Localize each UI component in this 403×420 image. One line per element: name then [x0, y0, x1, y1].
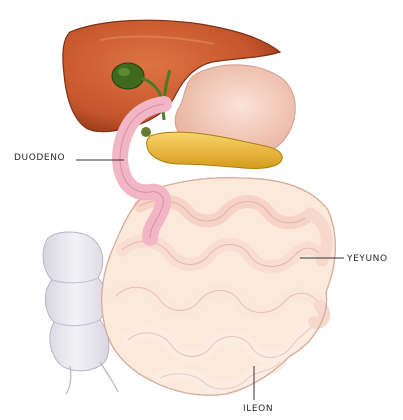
- label-yeyuno: YEYUNO: [347, 254, 388, 264]
- small-intestine: [102, 178, 336, 396]
- label-ileon: ILEON: [243, 404, 273, 414]
- label-duodeno: DUODENO: [14, 153, 65, 163]
